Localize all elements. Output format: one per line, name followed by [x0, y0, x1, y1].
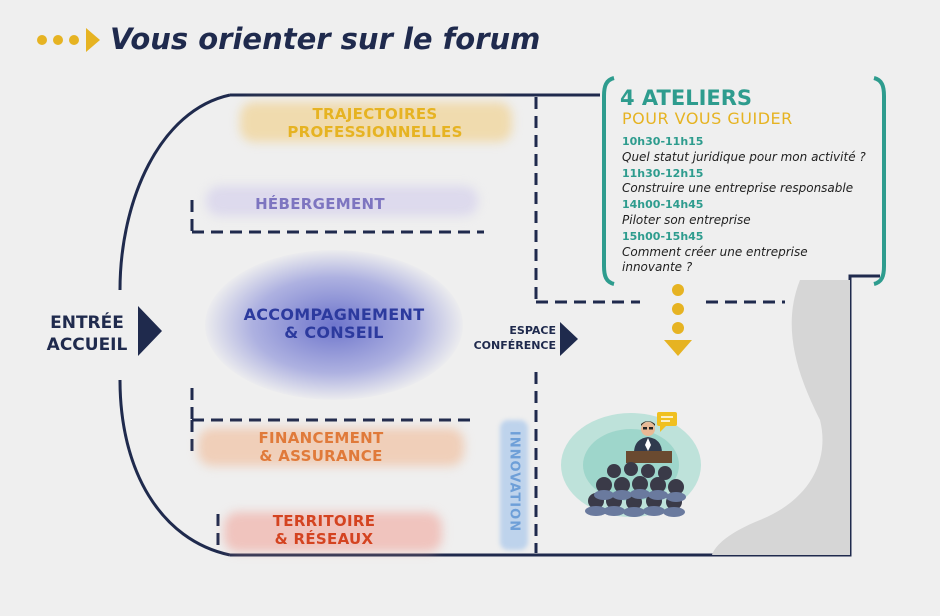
- session-time: 11h30-12h15: [622, 167, 704, 180]
- lower-curved-wall: [118, 379, 231, 557]
- session-title: Quel statut juridique pour mon activité …: [622, 150, 866, 164]
- territoire-highlight: [224, 512, 442, 552]
- ateliers-heading: 4 ATELIERS: [620, 86, 753, 110]
- zone-label-line: & RÉSEAUX: [274, 530, 374, 548]
- connector-dot: [672, 322, 684, 334]
- connector-arrow-icon: [664, 340, 692, 356]
- zone-label-line: TERRITOIRE: [272, 512, 376, 530]
- session-title: Construire une entreprise responsable: [622, 181, 854, 195]
- silhouette-shape: [712, 280, 850, 555]
- zone-label-line: & CONSEIL: [284, 323, 384, 342]
- entrance-line: ENTRÉE: [50, 313, 124, 333]
- session-time: 15h00-15h45: [622, 230, 704, 243]
- ateliers-bracket-right: [873, 76, 886, 286]
- page-title: Vous orienter sur le forum: [110, 22, 541, 56]
- session-title: Comment créer une entreprise innovante ?: [622, 245, 808, 274]
- zone-innovation: INNOVATION: [500, 420, 528, 548]
- title-bullets: [37, 28, 100, 52]
- ateliers-bracket-left: [602, 76, 615, 286]
- zone-label-line: & ASSURANCE: [259, 447, 383, 465]
- bullet-dot: [37, 35, 47, 45]
- session-title: Piloter son entreprise: [622, 213, 751, 227]
- upper-curved-wall: [118, 93, 231, 291]
- accompagnement-highlight: [205, 250, 463, 400]
- zone-territoire: TERRITOIRE & RÉSEAUX: [244, 512, 404, 548]
- zone-label-line: TRAJECTOIRES: [312, 105, 438, 123]
- zone-label-line: ACCOMPAGNEMENT: [243, 305, 425, 324]
- podium-icon: [626, 451, 672, 463]
- bullet-dot: [69, 35, 79, 45]
- zone-label-line: FINANCEMENT: [258, 429, 384, 447]
- financement-highlight: [198, 428, 464, 466]
- trajectoires-highlight: [240, 102, 512, 142]
- zone-financement: FINANCEMENT & ASSURANCE: [236, 429, 406, 465]
- bullet-dot: [53, 35, 63, 45]
- zone-hebergement: HÉBERGEMENT: [255, 195, 385, 213]
- connector-dot: [672, 284, 684, 296]
- connector-dot: [672, 303, 684, 315]
- entrance-arrow-icon: [138, 306, 162, 356]
- zone-innovation-label: INNOVATION: [506, 430, 522, 533]
- conference-label: ESPACE CONFÉRENCE: [456, 323, 556, 353]
- ateliers-subheading: POUR VOUS GUIDER: [622, 109, 793, 128]
- speech-bubble-icon: [657, 412, 677, 426]
- zone-accompagnement: ACCOMPAGNEMENT & CONSEIL: [220, 306, 448, 342]
- conference-line: ESPACE: [509, 324, 556, 337]
- session-time: 14h00-14h45: [622, 198, 704, 211]
- session-time: 10h30-11h15: [622, 135, 704, 148]
- speaker-head: [641, 422, 655, 436]
- entrance-label: ENTRÉE ACCUEIL: [42, 312, 132, 356]
- conference-arrow-icon: [560, 322, 578, 356]
- hebergement-highlight: [206, 186, 478, 216]
- innovation-highlight: [500, 420, 528, 550]
- zone-label-line: PROFESSIONNELLES: [287, 123, 463, 141]
- speech-bubble-tail: [660, 426, 666, 432]
- bullet-arrow-icon: [86, 28, 100, 52]
- zone-trajectoires: TRAJECTOIRES PROFESSIONNELLES: [250, 105, 500, 141]
- conference-line: CONFÉRENCE: [473, 339, 556, 352]
- entrance-line: ACCUEIL: [46, 335, 128, 355]
- conference-illustration: [561, 412, 701, 517]
